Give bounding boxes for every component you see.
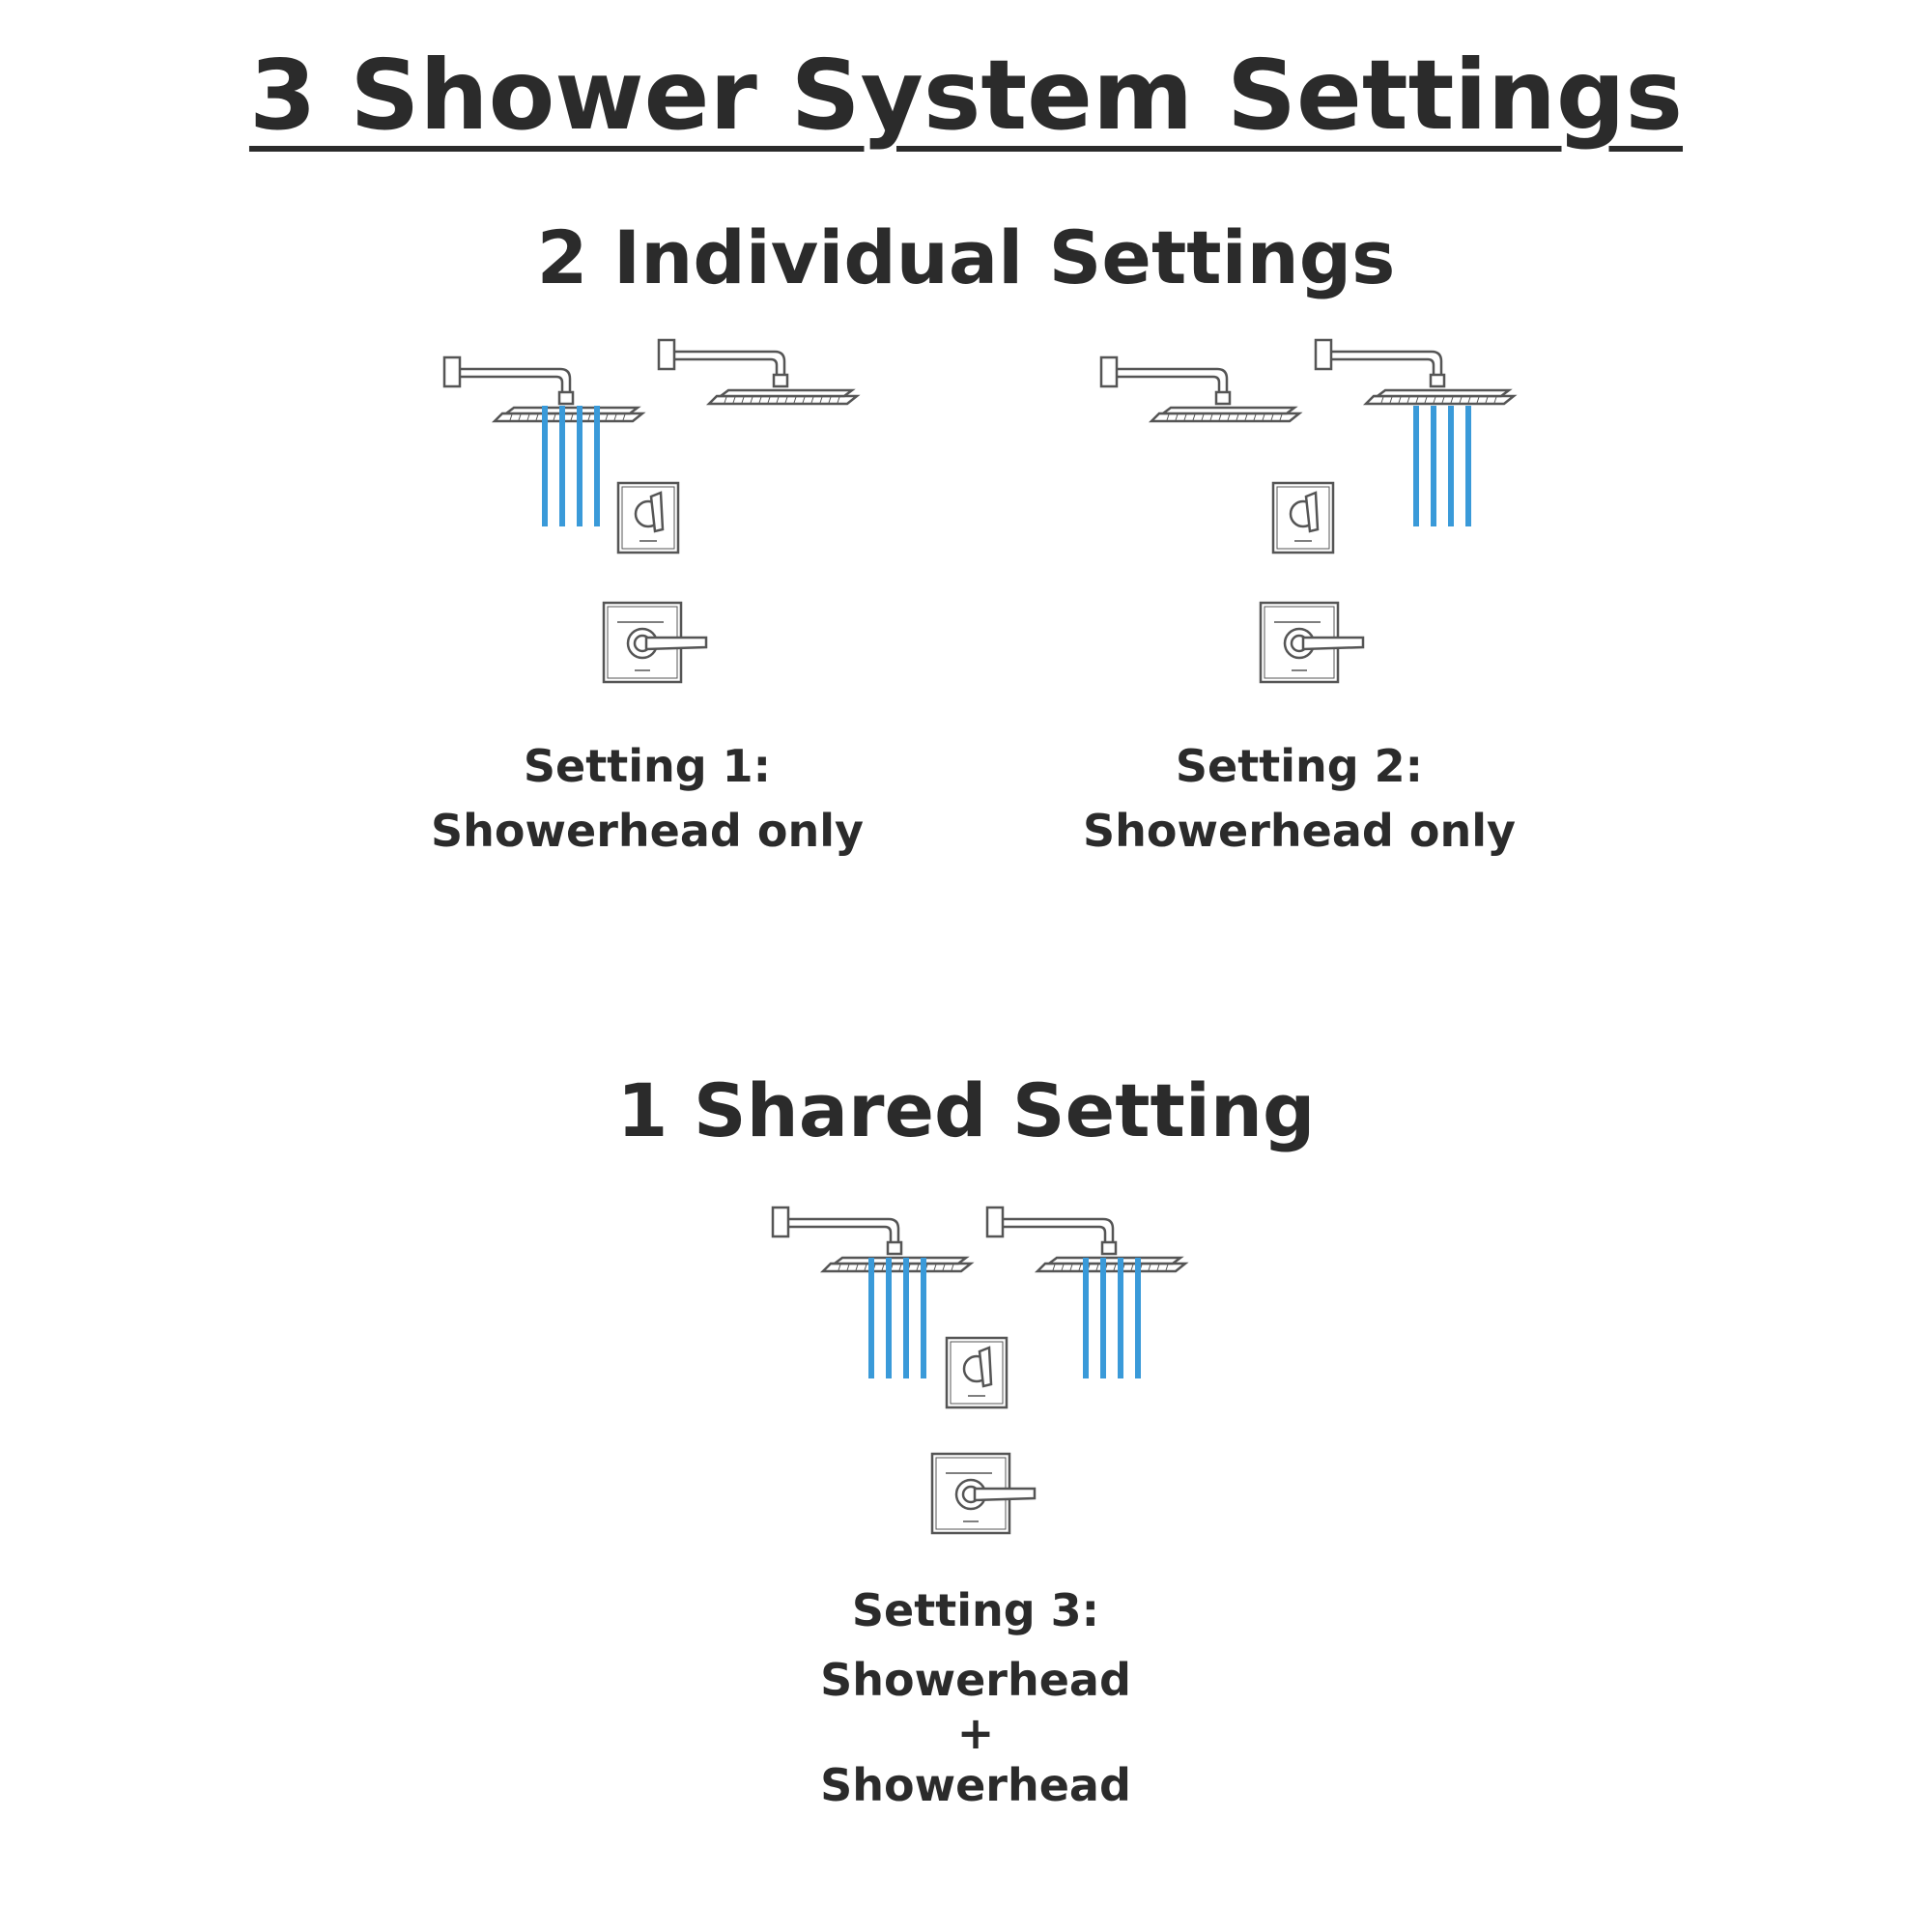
setting-3-shower-valve-trim-icon: [930, 1452, 1037, 1535]
shared-setting-heading: 1 Shared Setting: [616, 1067, 1316, 1153]
setting-2-water-spray-icon: [1413, 406, 1471, 526]
setting-2-shower-valve-trim-icon: [1259, 601, 1365, 684]
setting-1-description: Showerhead only: [431, 804, 864, 857]
setting-3-water-spray-1-icon: [868, 1258, 926, 1378]
setting-1-shower-valve-trim-icon: [602, 601, 708, 684]
setting-2-label: Setting 2:: [1175, 740, 1424, 792]
setting-2-description: Showerhead only: [1083, 804, 1516, 857]
setting-3-showerhead-1-icon: [771, 1206, 975, 1273]
page-title: 3 Shower System Settings: [248, 39, 1684, 152]
setting-2-caption: Setting 2: Showerhead only: [942, 734, 1657, 863]
setting-3-line-2: Showerhead: [820, 1758, 1131, 1811]
setting-3-line-1: Showerhead: [820, 1654, 1131, 1707]
setting-1-showerhead-1-icon: [442, 355, 646, 423]
setting-2-showerhead-2-icon: [1314, 338, 1518, 406]
setting-1-showerhead-2-icon: [657, 338, 861, 406]
setting-3-water-spray-2-icon: [1083, 1258, 1141, 1378]
setting-3-diverter-valve-icon: [945, 1336, 1009, 1409]
setting-2-diverter-valve-icon: [1271, 481, 1335, 554]
setting-1-caption: Setting 1: Showerhead only: [290, 734, 1005, 863]
setting-1-label: Setting 1:: [523, 740, 772, 792]
setting-2-showerhead-1-icon: [1099, 355, 1303, 423]
individual-settings-heading: 2 Individual Settings: [536, 214, 1396, 300]
setting-1-water-spray-icon: [542, 406, 600, 526]
plus-sign: +: [956, 1706, 995, 1759]
setting-1-diverter-valve-icon: [616, 481, 680, 554]
setting-3-caption: Setting 3: Showerhead + Showerhead: [618, 1584, 1333, 1811]
setting-3-label: Setting 3:: [851, 1584, 1100, 1636]
